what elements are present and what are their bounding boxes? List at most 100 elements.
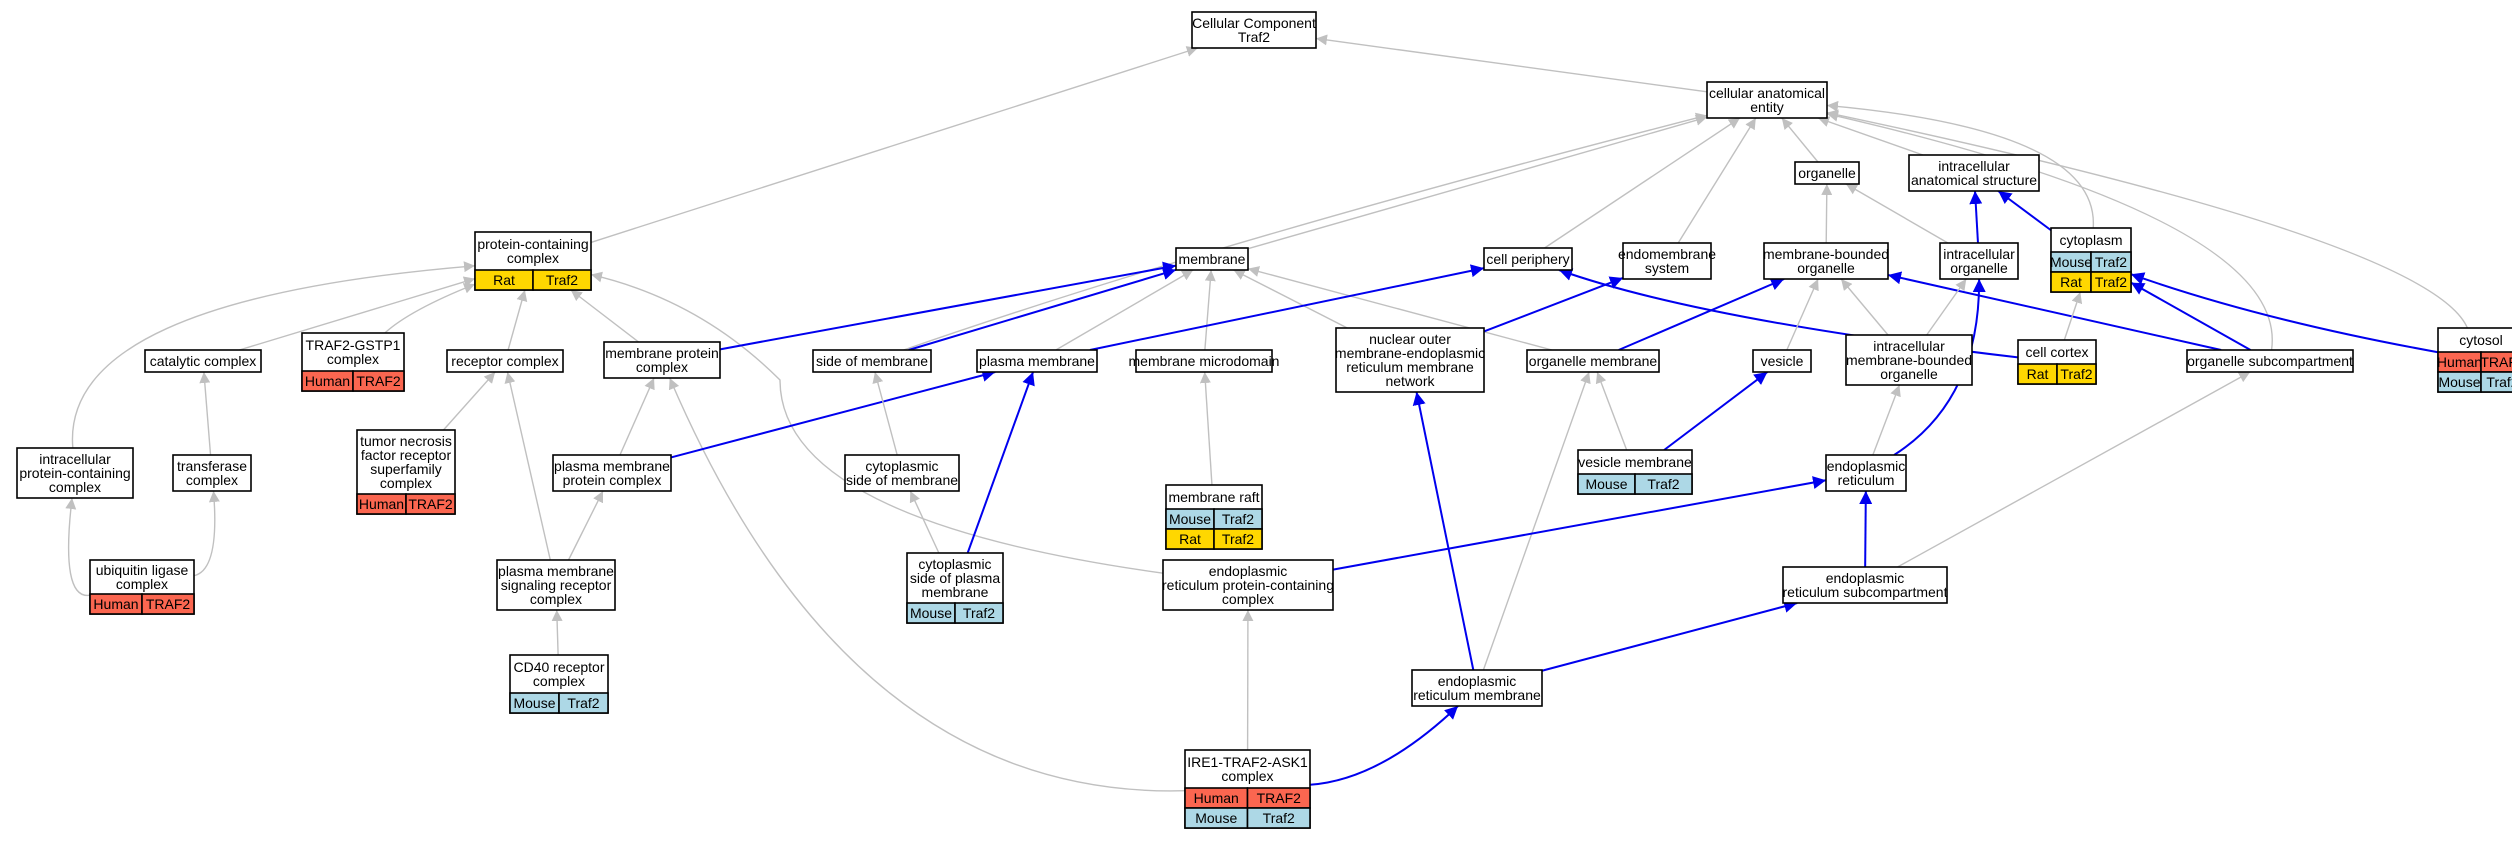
edge-vesmem-to-orgmem	[1597, 372, 1627, 450]
edge-cd40-to-pmsrc	[557, 610, 558, 655]
species-label: Mouse	[2050, 254, 2092, 270]
node-label: organelle subcompartment	[2187, 353, 2353, 369]
node-label: Traf2	[1238, 29, 1270, 45]
edge-ubq-to-ipcc	[69, 498, 90, 595]
node-mmd[interactable]: membrane microdomain	[1129, 350, 1280, 372]
node-label: network	[1385, 373, 1435, 389]
edge-mpc-to-membrane	[720, 266, 1176, 350]
gene-label: Traf2	[2486, 374, 2512, 390]
edge-ubq-to-transf	[194, 491, 215, 576]
edge-ermem-to-orgmem	[1483, 372, 1589, 670]
gene-label: Traf2	[2060, 366, 2092, 382]
node-som[interactable]: side of membrane	[813, 350, 931, 372]
edge-som-to-membrane	[909, 270, 1176, 350]
edge-tgcx-to-pcc	[385, 284, 475, 333]
node-label: complex	[327, 351, 379, 367]
node-label: organelle membrane	[1529, 353, 1658, 369]
edge-ermem-to-ersub	[1542, 603, 1797, 671]
edge-noem-to-endosys	[1484, 278, 1623, 332]
node-label: vesicle membrane	[1578, 454, 1692, 470]
node-reccx[interactable]: receptor complex	[447, 350, 563, 372]
edge-imbo-to-mbo	[1841, 279, 1888, 335]
node-label: plasma membrane	[979, 353, 1095, 369]
node-label: complex	[380, 475, 432, 491]
edge-cspm-to-csm	[910, 491, 939, 553]
node-label: organelle	[1797, 260, 1855, 276]
species-label: Mouse	[2438, 374, 2480, 390]
node-orgsub[interactable]: organelle subcompartment	[2187, 350, 2353, 372]
gene-label: TRAF2	[1257, 790, 1302, 806]
edge-reccx-to-pcc	[508, 290, 525, 350]
node-label: complex	[533, 673, 585, 689]
node-orgmem[interactable]: organelle membrane	[1527, 350, 1659, 372]
node-label: cytosol	[2459, 332, 2503, 348]
node-pm[interactable]: plasma membrane	[977, 350, 1097, 372]
edge-orgmem-to-mbo	[1619, 279, 1784, 350]
edge-cytosol-to-cae	[1827, 113, 2467, 328]
edge-cytoplasm-to-ias	[1998, 191, 2051, 230]
edge-mpc-to-pcc	[571, 290, 639, 342]
node-organelle[interactable]: organelle	[1795, 162, 1859, 184]
node-label: organelle	[1798, 165, 1856, 181]
gene-label: Traf2	[1647, 476, 1679, 492]
node-label: membrane	[922, 584, 989, 600]
node-label: organelle	[1880, 366, 1938, 382]
node-cytosol[interactable]: cytosolHumanTRAF2MouseTraf2	[2437, 328, 2512, 392]
edge-pmsrc-to-pmpc	[569, 491, 604, 560]
edge-ersub-to-er	[1865, 491, 1866, 567]
node-label: cell periphery	[1486, 251, 1569, 267]
node-label: complex	[49, 479, 101, 495]
species-label: Mouse	[1585, 476, 1627, 492]
gene-label: Traf2	[2095, 254, 2127, 270]
node-noem[interactable]: nuclear outermembrane-endoplasmicreticul…	[1335, 328, 1485, 392]
edge-io-to-ias	[1975, 191, 1978, 243]
edge-organelle-to-cae	[1782, 118, 1818, 162]
edge-ersub-to-orgsub	[1898, 372, 2251, 567]
node-cellper[interactable]: cell periphery	[1484, 248, 1572, 270]
species-label: Human	[359, 496, 404, 512]
node-catcx[interactable]: catalytic complex	[145, 350, 261, 372]
edge-pmpc-to-mpc	[620, 378, 654, 455]
node-label: catalytic complex	[150, 353, 257, 369]
node-membrane[interactable]: membrane	[1176, 248, 1248, 270]
node-label: complex	[507, 250, 559, 266]
node-vesicle[interactable]: vesicle	[1753, 350, 1811, 372]
edge-membrane-to-cae	[1248, 117, 1707, 248]
species-label: Mouse	[1169, 511, 1211, 527]
node-label: receptor complex	[451, 353, 558, 369]
edge-vesmem-to-vesicle	[1664, 372, 1767, 450]
gene-label: TRAF2	[2480, 354, 2512, 370]
node-label: complex	[636, 359, 688, 375]
species-label: Human	[305, 373, 350, 389]
